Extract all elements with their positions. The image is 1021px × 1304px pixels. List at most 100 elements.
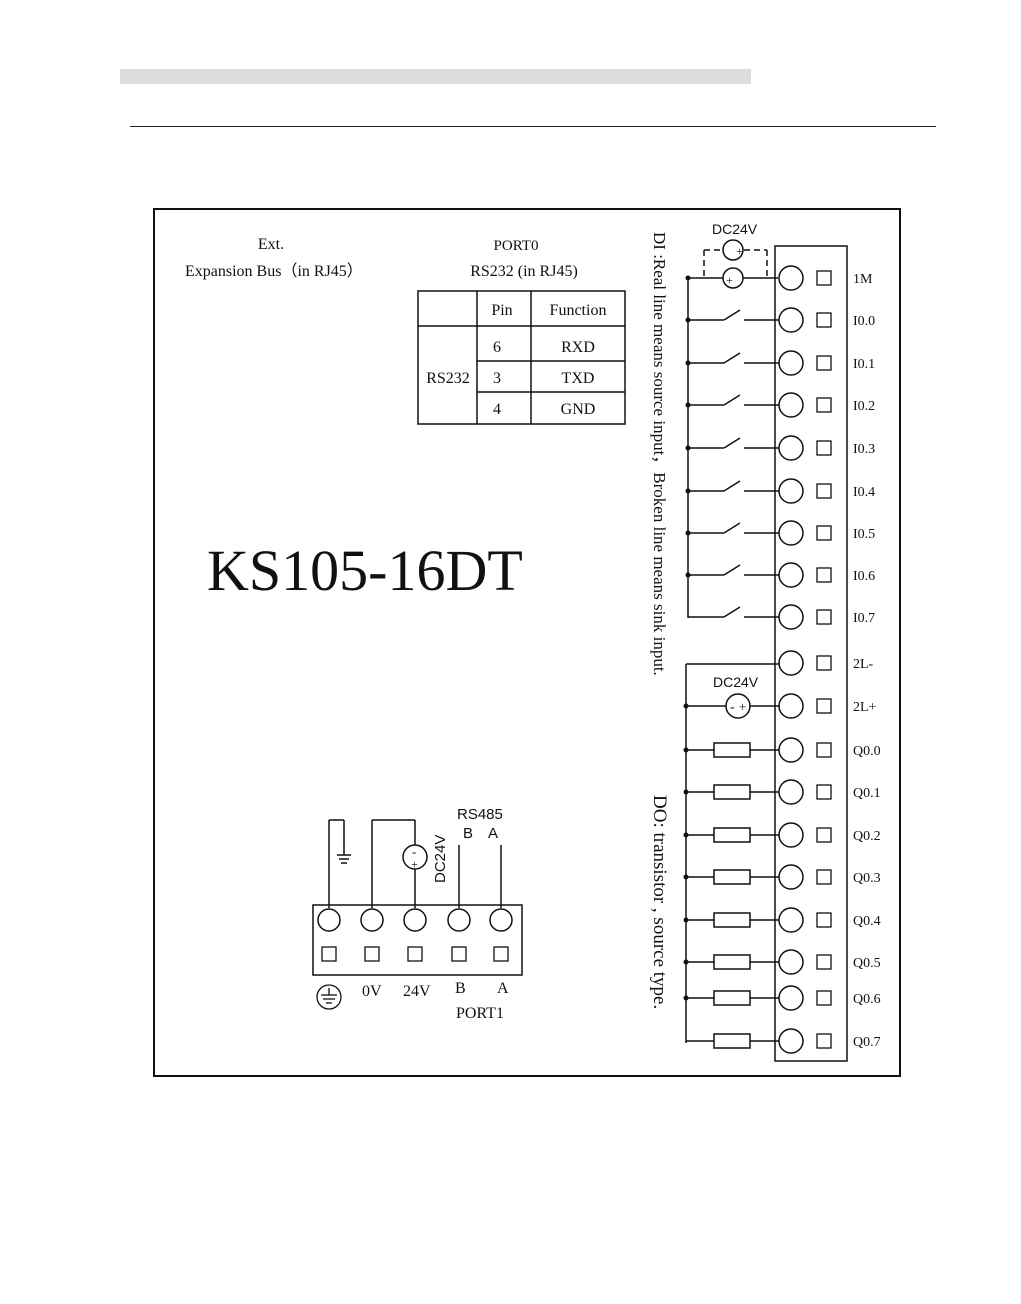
load-resistor [713, 827, 751, 843]
table-header-function: Function [550, 302, 607, 319]
terminal-screw [778, 949, 804, 975]
supply-mid-label: DC24V [713, 674, 759, 690]
rs232-table [417, 290, 626, 425]
terminal-slot [816, 483, 832, 499]
switch-contact [723, 309, 741, 321]
load-resistor [713, 742, 751, 758]
terminal-label: I0.2 [853, 399, 875, 414]
switch-contact [723, 352, 741, 364]
terminal-screw [778, 1028, 804, 1054]
load-resistor [713, 1033, 751, 1049]
junction-dot [683, 832, 689, 838]
load-resistor [713, 869, 751, 885]
junction-dot [683, 789, 689, 795]
terminal-screw [778, 822, 804, 848]
supply-top-label: DC24V [712, 221, 758, 237]
do-note: DO: transistor , source type. [649, 795, 670, 1009]
ext-bus-line2: Expansion Bus（in RJ45） [185, 262, 363, 280]
port1-screw [447, 908, 471, 932]
rs485-b: B [463, 825, 473, 842]
header-bar [120, 69, 751, 84]
terminal-screw [778, 864, 804, 890]
terminal-screw [778, 307, 804, 333]
port1-label-0v: 0V [362, 983, 382, 1000]
table-pin-cell: 6 [493, 339, 501, 356]
ground-icon [316, 984, 342, 1010]
junction-dot [683, 995, 689, 1001]
junction-dot [685, 402, 691, 408]
port1-screw [403, 908, 427, 932]
switch-contact [723, 522, 741, 534]
load-resistor [713, 784, 751, 800]
switch-contact [723, 606, 741, 618]
terminal-slot [816, 355, 832, 371]
model-title: KS105-16DT [207, 538, 523, 603]
junction-dot [685, 275, 691, 281]
terminal-slot [816, 397, 832, 413]
load-resistor [713, 990, 751, 1006]
supply-mid-minus: - [730, 700, 735, 715]
terminal-label: I0.3 [853, 442, 875, 457]
terminal-slot [816, 912, 832, 928]
terminal-screw [778, 779, 804, 805]
port1-slot [364, 946, 380, 962]
junction-dot [683, 959, 689, 965]
table-function-cell: RXD [561, 339, 595, 356]
junction-dot [685, 360, 691, 366]
terminal-slot [816, 698, 832, 714]
junction-dot [683, 917, 689, 923]
rs485-a: A [488, 825, 498, 842]
junction-dot [683, 747, 689, 753]
port1-slot [493, 946, 509, 962]
terminal-label: Q0.1 [853, 786, 881, 801]
diagram-frame [153, 208, 901, 1077]
terminal-label: Q0.4 [853, 914, 881, 929]
switch-contact [723, 437, 741, 449]
terminal-label: I0.1 [853, 357, 875, 372]
supply-port1-label: DC24V [432, 835, 449, 883]
terminal-label: Q0.6 [853, 992, 881, 1007]
terminal-screw [778, 520, 804, 546]
port0-subtitle: RS232 (in RJ45) [470, 263, 578, 280]
terminal-label: I0.6 [853, 569, 875, 584]
port1-supply-minus: - [412, 844, 416, 859]
terminal-label: 2L- [853, 657, 874, 672]
terminal-label: 2L+ [853, 700, 877, 715]
terminal-slot [816, 827, 832, 843]
terminal-slot [816, 440, 832, 456]
load-resistor [713, 954, 751, 970]
terminal-slot [816, 312, 832, 328]
terminal-screw [778, 562, 804, 588]
port1-screw [489, 908, 513, 932]
terminal-screw [778, 985, 804, 1011]
port1-screw [317, 908, 341, 932]
terminal-screw [778, 392, 804, 418]
terminal-label: Q0.5 [853, 956, 881, 971]
switch-contact [723, 564, 741, 576]
supply-top-plus: + [736, 244, 743, 258]
terminal-slot [816, 742, 832, 758]
table-pin-cell: 3 [493, 370, 501, 387]
terminal-slot [816, 567, 832, 583]
terminal-screw [778, 350, 804, 376]
terminal-slot [816, 655, 832, 671]
header-rule [130, 126, 936, 127]
terminal-label: Q0.2 [853, 829, 881, 844]
terminal-screw [778, 478, 804, 504]
terminal-slot [816, 270, 832, 286]
supply-mid-wiring [685, 663, 780, 1043]
di-note: DI :Real line means source input，Broken … [650, 232, 669, 676]
switch-contact [723, 394, 741, 406]
rs485-title: RS485 [457, 806, 503, 823]
port1-label-a: A [497, 980, 509, 997]
table-group-label: RS232 [426, 370, 470, 387]
terminal-screw [778, 265, 804, 291]
terminal-slot [816, 990, 832, 1006]
supply-top-wiring [687, 239, 778, 618]
terminal-label: Q0.7 [853, 1035, 881, 1050]
terminal-screw [778, 650, 804, 676]
terminal-slot [816, 954, 832, 970]
terminal-label: I0.4 [853, 485, 875, 500]
supply-top-plus-2: + [726, 273, 733, 287]
